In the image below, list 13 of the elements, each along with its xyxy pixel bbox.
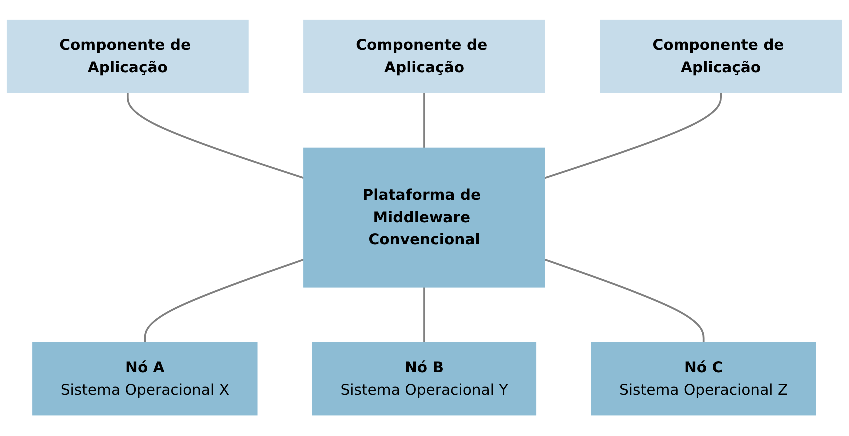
node-box: Nó C Sistema Operacional Z bbox=[591, 342, 816, 416]
node-box: Componente de Aplicação bbox=[6, 20, 249, 94]
connector bbox=[144, 259, 304, 344]
connector bbox=[424, 288, 426, 344]
connector bbox=[126, 92, 304, 180]
node-box: Componente de Aplicação bbox=[600, 20, 842, 94]
connector bbox=[544, 259, 705, 344]
connector bbox=[424, 92, 426, 148]
node-box: Plataforma de Middleware Convencional bbox=[304, 148, 546, 288]
node-box: Nó B Sistema Operacional Y bbox=[312, 342, 537, 416]
node-box: Componente de Aplicação bbox=[304, 20, 546, 94]
node-box: Nó A Sistema Operacional X bbox=[32, 342, 258, 416]
connector bbox=[544, 92, 722, 180]
